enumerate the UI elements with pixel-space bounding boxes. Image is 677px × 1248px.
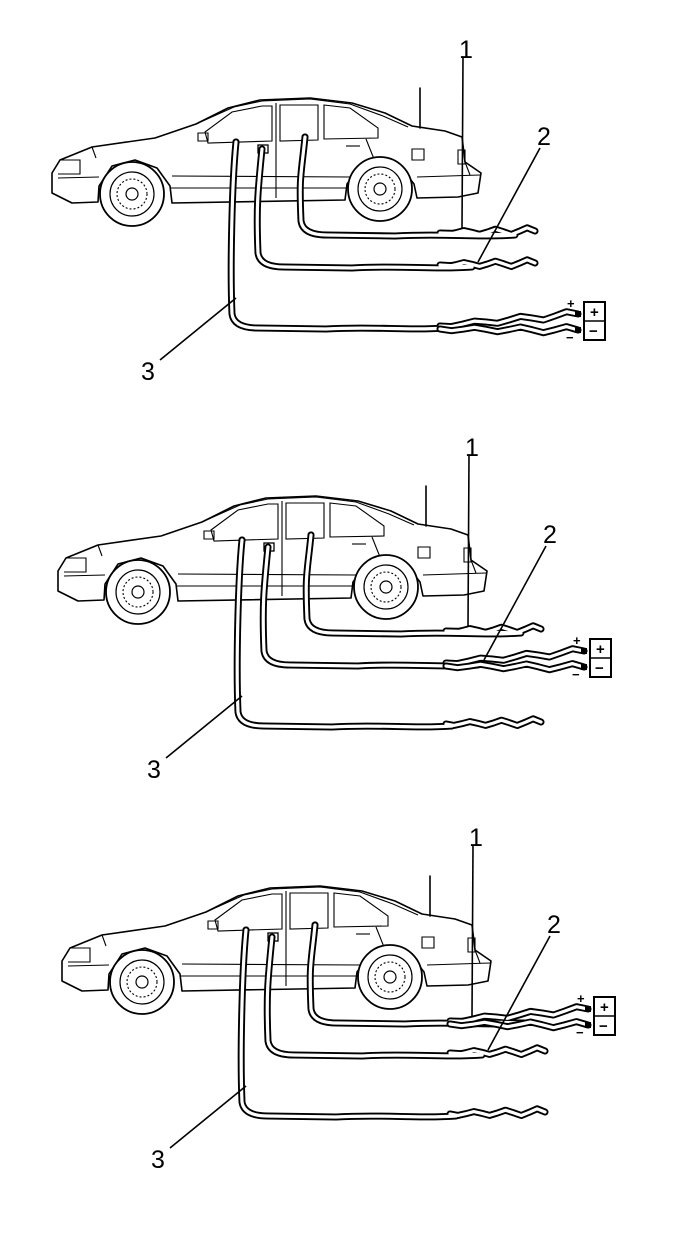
battery-minus-terminal: − [589, 323, 598, 340]
leader-line-2 [483, 545, 547, 661]
minus-sign-label: − [576, 1025, 584, 1040]
minus-sign-label: − [566, 330, 574, 345]
diagram-panel: +−+−123 [51, 36, 606, 386]
callout-3: 3 [141, 358, 155, 386]
callout-3: 3 [147, 756, 161, 784]
leader-line-1 [461, 57, 464, 229]
plus-sign-label: + [567, 296, 575, 311]
callout-1: 1 [469, 824, 483, 852]
leader-line-3 [169, 1085, 247, 1149]
test-lead-wire-icon [237, 926, 549, 1121]
test-lead-wire-icon [296, 133, 539, 240]
test-lead-wire-icon [259, 543, 588, 674]
callout-2: 2 [547, 911, 561, 939]
callout-3: 3 [151, 1146, 165, 1174]
callout-1: 1 [459, 36, 473, 64]
leader-line-3 [159, 297, 237, 361]
callout-2: 2 [537, 123, 551, 151]
battery-icon: +− [589, 638, 612, 678]
test-lead-wire-icon [306, 921, 592, 1032]
test-lead-wire-icon [302, 531, 545, 638]
battery-plus-terminal: + [600, 999, 609, 1016]
leader-line-2 [487, 935, 551, 1051]
leader-line-3 [165, 695, 243, 759]
sedan-car-icon [57, 485, 488, 625]
battery-icon: +− [593, 996, 616, 1036]
diagram-panel: +−+−123 [57, 434, 612, 784]
minus-sign-label: − [572, 667, 580, 682]
plus-sign-label: + [573, 633, 581, 648]
callout-1: 1 [465, 434, 479, 462]
sedan-car-icon [61, 875, 492, 1015]
sedan-car-icon [51, 87, 482, 227]
leader-line-1 [471, 845, 474, 1017]
battery-minus-terminal: − [595, 660, 604, 677]
leader-line-1 [467, 455, 470, 627]
leader-line-2 [477, 147, 541, 263]
battery-icon: +− [583, 301, 606, 341]
callout-2: 2 [543, 521, 557, 549]
test-lead-wire-icon [253, 145, 539, 272]
test-lead-wire-icon [263, 933, 549, 1060]
test-lead-wire-icon [233, 536, 545, 731]
test-lead-wire-icon [227, 138, 582, 337]
battery-minus-terminal: − [599, 1018, 608, 1035]
diagram-panel: +−+−123 [61, 824, 616, 1174]
battery-plus-terminal: + [596, 641, 605, 658]
plus-sign-label: + [577, 991, 585, 1006]
battery-plus-terminal: + [590, 304, 599, 321]
